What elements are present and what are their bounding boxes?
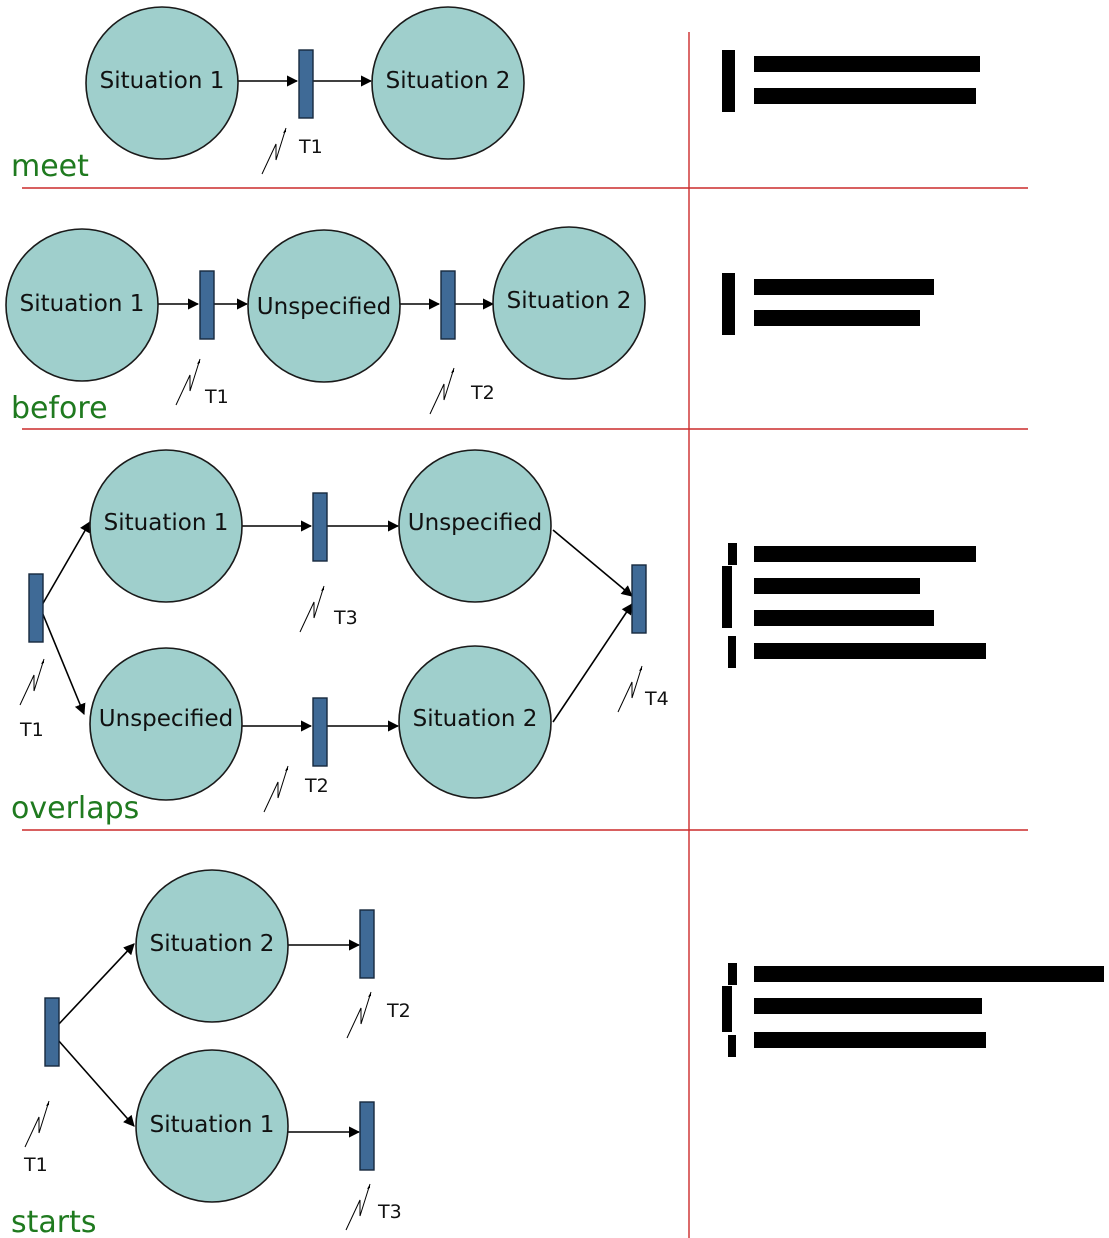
transition-bar [440, 270, 456, 340]
transition-label: T4 [644, 688, 669, 710]
transition-bar [28, 573, 44, 643]
lightning-icon [429, 367, 455, 415]
situation-node [5, 228, 159, 382]
situation-node [135, 869, 289, 1023]
section-title: before [11, 391, 108, 426]
situation-node [398, 645, 552, 799]
transition-bar [298, 49, 314, 119]
transition-bar [631, 564, 647, 634]
node-label: Situation 2 [413, 706, 538, 732]
transition-label: T2 [470, 382, 495, 404]
node-label: Situation 2 [386, 68, 511, 94]
node-label: Situation 2 [150, 931, 275, 957]
section-overlaps: Situation 1 Unspecified Unspecified Situ… [11, 449, 986, 826]
redacted-text [722, 50, 980, 112]
transition-bar [312, 492, 328, 562]
unspecified-node [398, 449, 552, 603]
transition-bar [44, 997, 60, 1067]
lightning-icon [263, 765, 289, 813]
section-title: overlaps [11, 791, 139, 826]
lightning-icon [346, 991, 372, 1039]
lightning-icon [345, 1183, 371, 1231]
lightning-icon [19, 658, 45, 706]
redacted-text [722, 963, 1104, 1057]
node-label: Situation 1 [104, 510, 229, 536]
node-label: Situation 1 [100, 68, 225, 94]
lightning-icon [24, 1100, 50, 1148]
situation-node [492, 226, 646, 380]
situation-node [371, 6, 525, 160]
lightning-icon [175, 358, 201, 406]
transition-label: T1 [204, 386, 229, 408]
transition-label: T1 [23, 1154, 48, 1176]
lightning-icon [617, 665, 643, 713]
lightning-icon [299, 585, 325, 633]
transition-label: T1 [298, 136, 323, 158]
transition-label: T2 [304, 775, 329, 797]
transition-bar [359, 909, 375, 979]
unspecified-node [89, 647, 243, 801]
node-label: Unspecified [257, 294, 391, 320]
section-title: meet [11, 149, 89, 184]
transition-label: T1 [19, 719, 44, 741]
redacted-text [722, 273, 934, 335]
transition-bar [359, 1101, 375, 1171]
section-starts: Situation 2 Situation 1 T1 T2 T3 starts [11, 869, 1104, 1238]
node-label: Unspecified [99, 706, 233, 732]
transition-bar [199, 270, 215, 340]
lightning-icon [261, 127, 287, 175]
transition-bar [312, 697, 328, 767]
redacted-text [722, 543, 986, 668]
section-meet: Situation 1 Situation 2 T1 meet [11, 6, 980, 184]
node-label: Unspecified [408, 510, 542, 536]
node-label: Situation 2 [507, 288, 632, 314]
situation-node [89, 449, 243, 603]
situation-node [135, 1049, 289, 1203]
node-label: Situation 1 [150, 1112, 275, 1138]
transition-label: T2 [386, 1000, 411, 1022]
transition-label: T3 [333, 607, 358, 629]
section-title: starts [11, 1205, 97, 1238]
section-before: Situation 1 Unspecified Situation 2 T1 T… [5, 226, 934, 426]
unspecified-node [247, 229, 401, 383]
situation-node [85, 6, 239, 160]
transition-label: T3 [377, 1201, 402, 1223]
node-label: Situation 1 [20, 291, 145, 317]
